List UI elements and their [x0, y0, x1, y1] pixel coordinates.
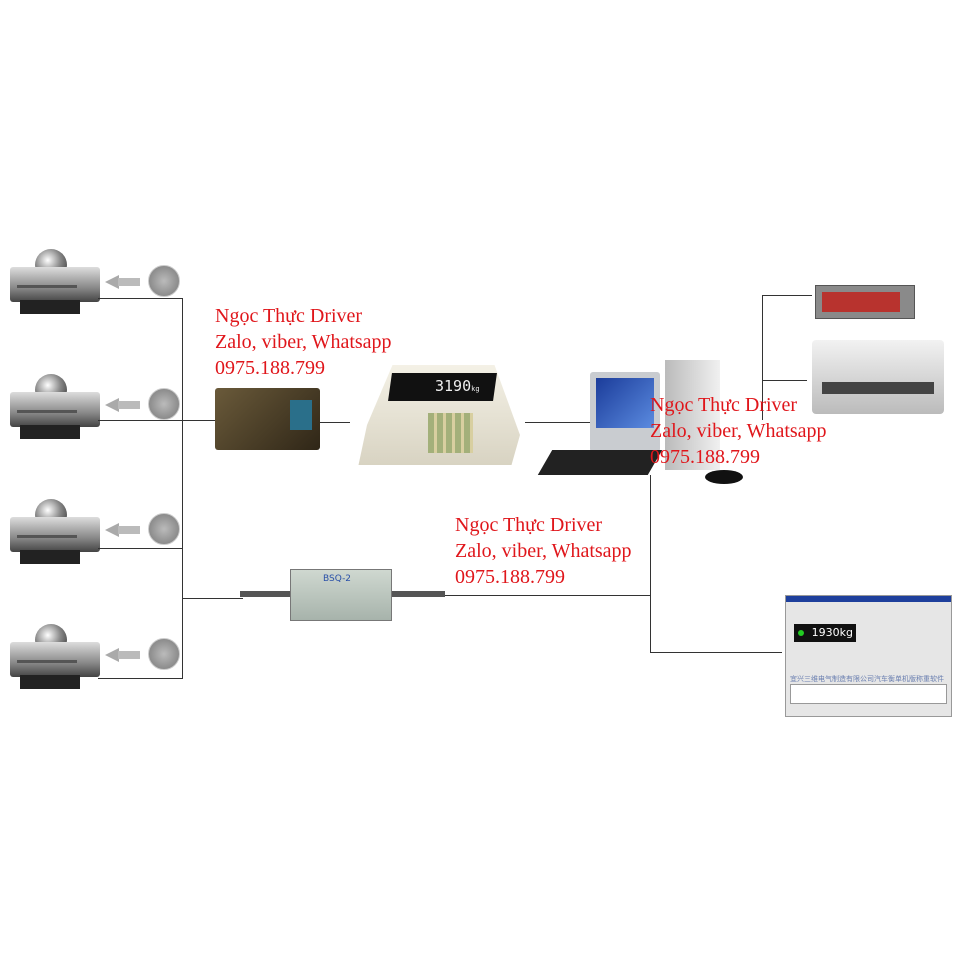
- load-cell-4: [5, 620, 100, 695]
- computer: [537, 360, 745, 490]
- signal-amplifier: BSQ-2: [240, 565, 445, 625]
- force-disc-icon: [148, 513, 180, 545]
- watermark-text: Ngọc Thực Driver Zalo, viber, Whatsapp 0…: [455, 514, 632, 588]
- weight-display: 1930kg: [794, 624, 856, 642]
- load-cell-3: [5, 495, 100, 570]
- force-arrow-icon: [105, 648, 119, 662]
- bus-line: [182, 298, 183, 679]
- indicator-display: 3190kg: [435, 377, 480, 395]
- keypad: [428, 413, 473, 453]
- load-cell-1: [5, 245, 100, 320]
- force-arrow-icon: [105, 275, 119, 289]
- monitor: [590, 372, 660, 452]
- watermark-text: Ngọc Thực Driver Zalo, viber, Whatsapp 0…: [215, 305, 392, 379]
- watermark-text: Ngọc Thực Driver Zalo, viber, Whatsapp 0…: [650, 394, 827, 468]
- force-arrow-icon: [105, 398, 119, 412]
- load-cell-2: [5, 370, 100, 445]
- force-disc-icon: [148, 388, 180, 420]
- force-disc-icon: [148, 265, 180, 297]
- remote-display: [815, 285, 915, 319]
- force-disc-icon: [148, 638, 180, 670]
- printer: [812, 340, 944, 414]
- weighing-software-window: 1930kg 宜兴三维电气制造有限公司汽车衡单机版称重软件: [785, 595, 952, 717]
- junction-box: [215, 388, 320, 450]
- mouse: [705, 470, 743, 484]
- keyboard: [537, 450, 663, 475]
- force-arrow-icon: [105, 523, 119, 537]
- pc-tower: [665, 360, 720, 470]
